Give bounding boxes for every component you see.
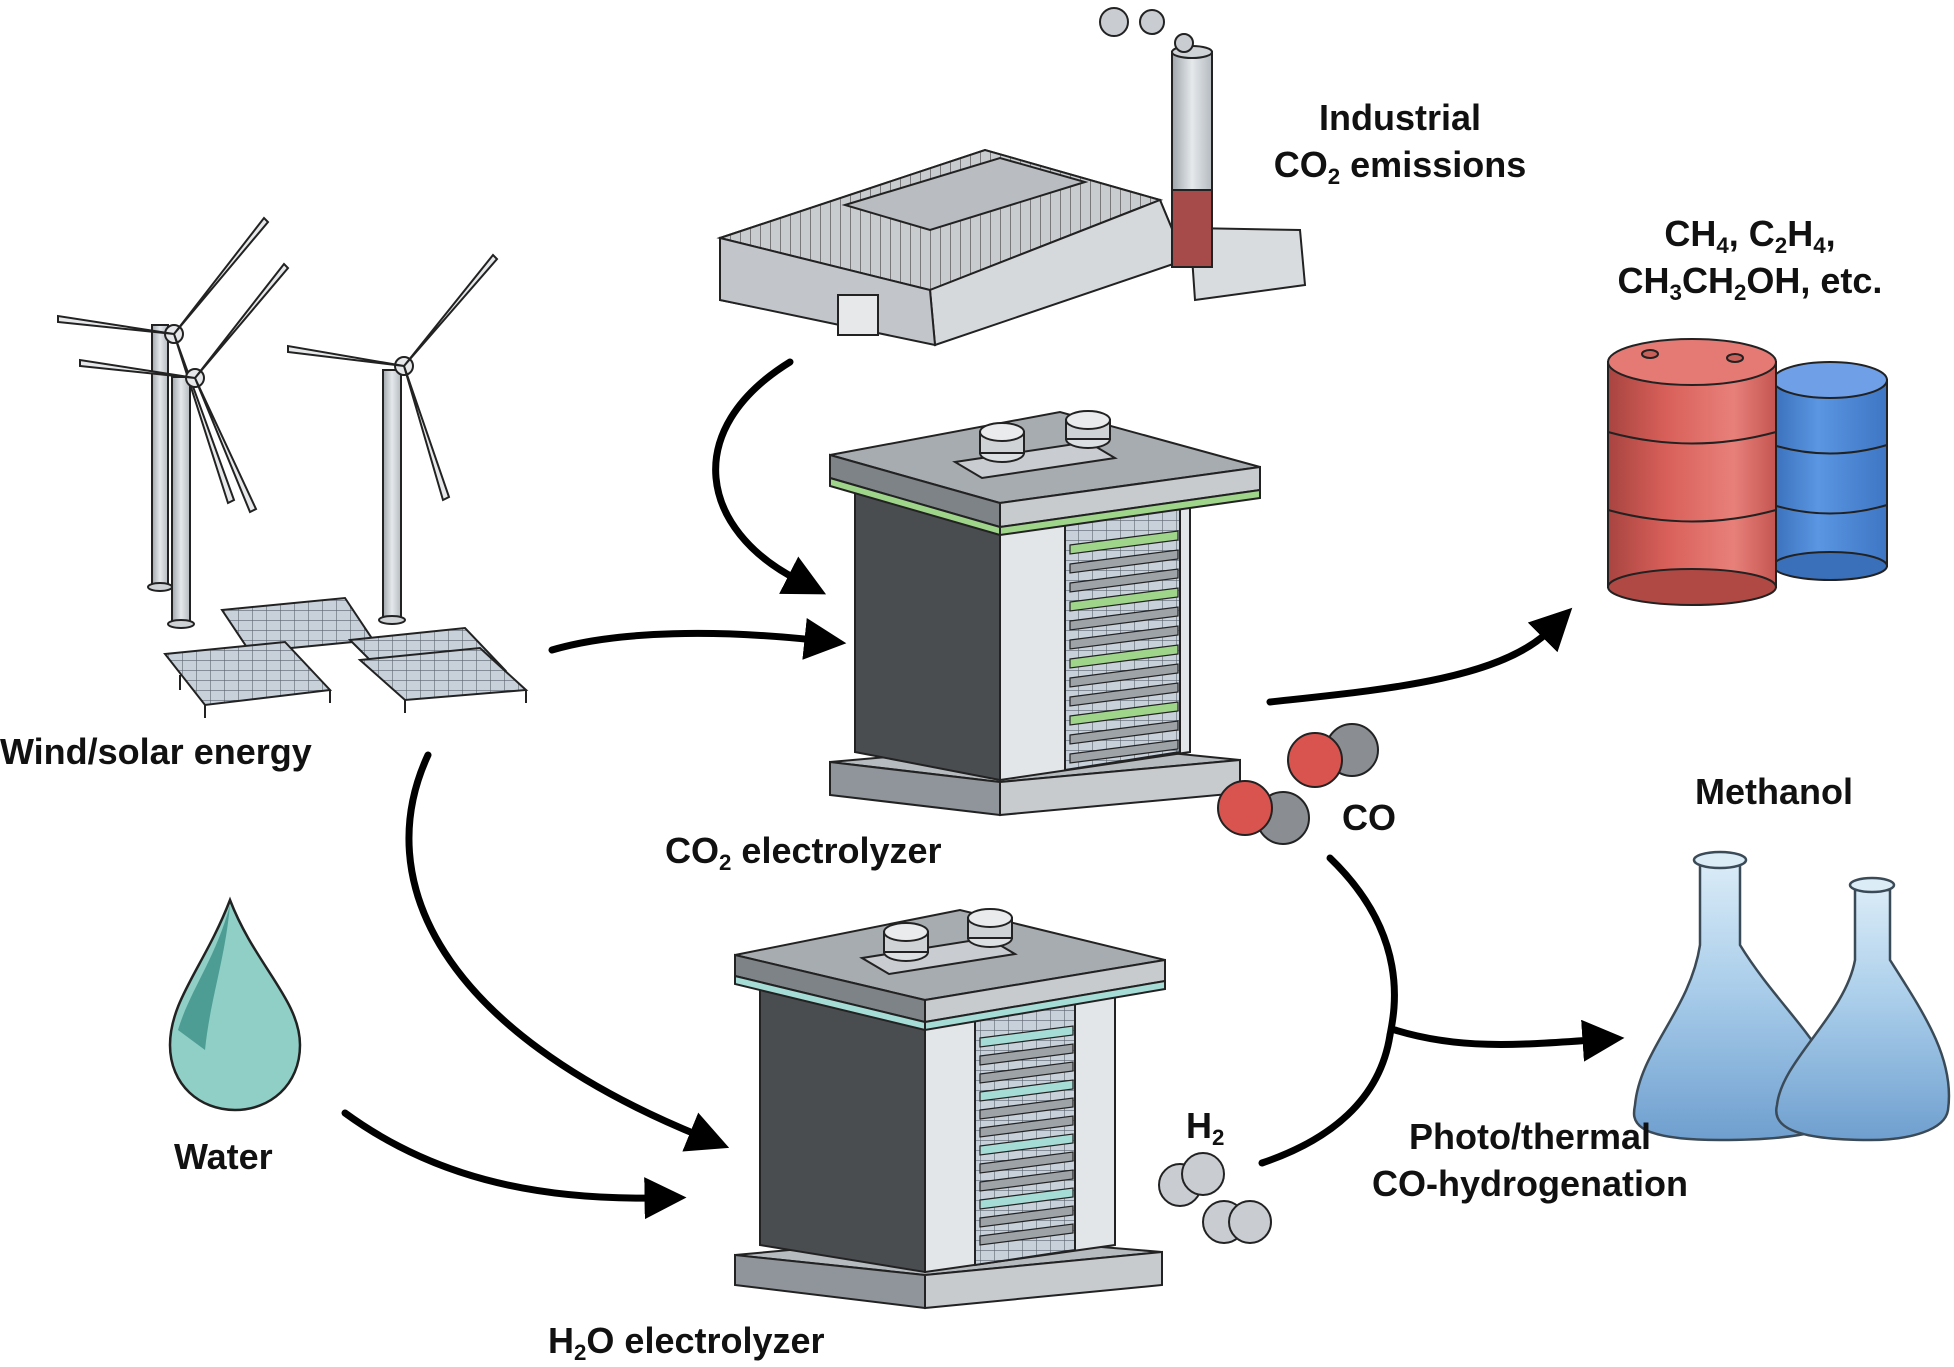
arrow-h2-to-hydrogenation — [1258, 1031, 1394, 1167]
methanol-label: Methanol — [1695, 771, 1853, 812]
stack-plate — [1069, 568, 1179, 593]
industrial-emissions-label: Industrial CO2 emissions — [1250, 94, 1550, 188]
co-molecule-icon — [1217, 723, 1379, 845]
stack-plate — [979, 1133, 1074, 1156]
arrow-co2-electrolyzer-to-barrels — [1266, 607, 1573, 706]
flow-arrows — [341, 358, 1625, 1220]
products-line1: CH4, C2H4, — [1664, 213, 1836, 259]
stack-plate — [979, 1043, 1074, 1066]
h2-molecule-icon — [1158, 1152, 1272, 1244]
fuel-barrels-icon — [1607, 338, 1888, 606]
hydrogenation-line2: CO-hydrogenation — [1372, 1163, 1688, 1204]
stack-plate — [1069, 625, 1179, 650]
stack-plate — [979, 1079, 1074, 1102]
stack-plate — [1069, 701, 1179, 726]
products-label: CH4, C2H4, CH3CH2OH, etc. — [1580, 210, 1920, 304]
stack-plate — [1069, 606, 1179, 631]
co-label: CO — [1342, 797, 1396, 838]
stack-plate — [1069, 739, 1179, 764]
industrial-line2: CO2 emissions — [1273, 144, 1527, 190]
stack-plate — [1069, 720, 1179, 745]
methanol-flasks-icon — [1632, 850, 1951, 1142]
stack-plate — [1069, 549, 1179, 574]
h2o-electrolyzer-label: H2O electrolyzer — [548, 1320, 825, 1366]
factory-icon — [716, 7, 1307, 347]
stack-plate — [979, 1025, 1074, 1048]
arrow-hydrogenation-to-methanol — [1391, 1019, 1625, 1062]
co2-electrolyzer-label: CO2 electrolyzer — [665, 830, 942, 876]
arrow-energy-to-h2o-electrolyzer — [405, 751, 730, 1152]
industrial-line1: Industrial — [1318, 97, 1482, 138]
arrow-co-to-hydrogenation — [1326, 854, 1398, 1039]
stack-plate — [979, 1061, 1074, 1084]
stack-plate — [979, 1223, 1074, 1246]
stack-plate — [979, 1205, 1074, 1228]
water-drop-icon — [168, 896, 302, 1112]
arrow-factory-to-co2-electrolyzer — [712, 358, 827, 595]
h2o-electrolyzer-icon — [734, 908, 1166, 1310]
stack-plate — [979, 1097, 1074, 1120]
stack-plate — [979, 1169, 1074, 1192]
h2-label: H2 — [1186, 1105, 1225, 1151]
wind-solar-label: Wind/solar energy — [0, 731, 312, 772]
hydrogenation-label: Photo/thermal CO-hydrogenation — [1350, 1113, 1710, 1207]
co2-electrolyzer-icon — [829, 410, 1261, 817]
stack-plate — [979, 1115, 1074, 1138]
stack-plate — [1069, 682, 1179, 707]
stack-plate — [1069, 587, 1179, 612]
water-label: Water — [174, 1136, 273, 1177]
arrow-water-to-h2o-electrolyzer — [341, 1109, 687, 1220]
stack-plate — [1069, 663, 1179, 688]
stack-plate — [1069, 644, 1179, 669]
hydrogenation-line1: Photo/thermal — [1408, 1116, 1651, 1157]
stack-plate — [979, 1187, 1074, 1210]
stack-plate — [1069, 530, 1179, 555]
stack-plate — [979, 1151, 1074, 1174]
products-line2: CH3CH2OH, etc. — [1617, 260, 1883, 306]
arrow-energy-to-co2-electrolyzer — [548, 618, 847, 660]
co2-electrolyzer-stripes — [1069, 530, 1179, 764]
wind-solar-icon — [57, 216, 529, 718]
h2o-electrolyzer-stripes — [979, 1025, 1074, 1246]
